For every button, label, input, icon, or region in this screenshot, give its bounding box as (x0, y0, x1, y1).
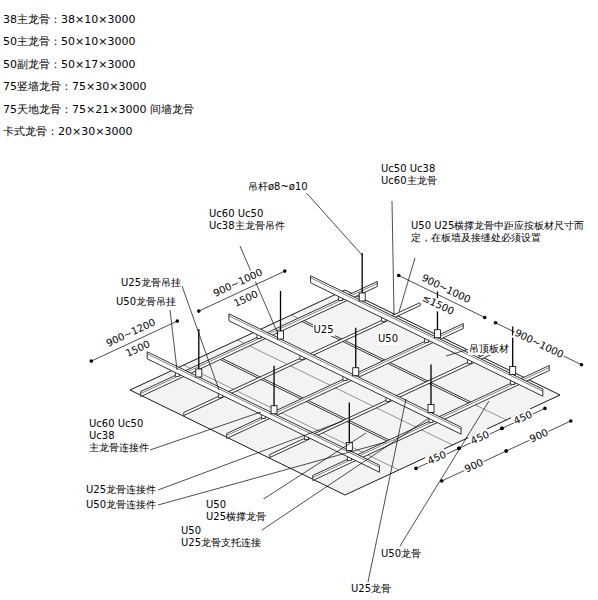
dimension-line (459, 428, 502, 448)
dimension-dot (397, 274, 401, 278)
dimension-dot (197, 309, 201, 313)
dimension-dot (176, 319, 180, 323)
dimension-label: 1500 (123, 338, 153, 360)
hanger-clip (428, 405, 434, 413)
part-label: Uc50 Uc38 Uc60主龙骨 (380, 163, 438, 187)
dimension-dot (90, 359, 94, 363)
dimension-label: 1500 (231, 288, 261, 310)
hanger-clip (434, 330, 440, 338)
spec-line: 75天地龙骨：75×21×3000 间墙龙骨 (2, 103, 195, 116)
part-label: U50 (377, 333, 399, 345)
main-runner (311, 276, 543, 396)
part-label: U50 U25龙骨支托连接 (180, 525, 262, 549)
part-label: U50龙骨 (380, 548, 422, 560)
dimension-dot (283, 269, 287, 273)
spec-line: 50副龙骨：50×17×3000 (2, 58, 136, 71)
hanger-clip (510, 367, 516, 375)
leader-line (170, 310, 177, 370)
dimension-dot (414, 467, 418, 471)
leader-line (182, 286, 219, 390)
hanger-clip (278, 331, 284, 339)
dimension-label: 450 (425, 448, 449, 468)
leader-line (262, 418, 429, 530)
hanger-clip (353, 368, 359, 376)
leader-line (158, 442, 386, 505)
dimension-dot (483, 316, 487, 320)
spec-line: 38主龙骨：38×10×3000 (2, 13, 136, 26)
part-label: 吊顶板材 (468, 343, 510, 355)
part-label: U25龙骨吊挂 (120, 277, 182, 289)
dimension-dot (580, 363, 584, 367)
dimension-dot (504, 449, 508, 453)
dimension-dot (569, 419, 573, 423)
dimension-label: 900 (526, 426, 550, 446)
note-label: U50 U25横撑龙骨中距应按板材尺寸而定，在板墙及接缝处必须设置 (410, 220, 590, 244)
leader-line (150, 412, 261, 450)
dimension-label: 900 (462, 456, 486, 476)
part-label: 吊杆ø8~ø10 (247, 181, 309, 193)
leader-line (302, 188, 362, 255)
hanger-clip (271, 406, 277, 414)
leader-line (399, 258, 415, 312)
dimension-line (502, 408, 545, 428)
dimension-label: 450 (511, 408, 535, 428)
dimension-dot (504, 449, 508, 453)
spec-line: 75竖墙龙骨：75×30×3000 (2, 80, 147, 93)
spec-line: 卡式龙骨：20×30×3000 (2, 125, 133, 138)
dimension-line (442, 451, 507, 481)
dimension-dot (500, 427, 504, 431)
leader-line (446, 350, 466, 356)
leader-line (392, 201, 394, 315)
leader-line (400, 401, 489, 546)
part-label: Uc60 Uc50 Uc38主龙骨吊件 (208, 208, 286, 232)
dimension-dot (500, 427, 504, 431)
dimension-dot (494, 321, 498, 325)
part-label: U50 U25横撑龙骨 (205, 499, 267, 523)
part-label: U25龙骨连接件 (85, 484, 157, 496)
part-label: U25龙骨 (350, 583, 392, 595)
leader-line (240, 246, 278, 334)
part-label: U25 (312, 324, 334, 336)
part-label: U50龙骨连接件 (85, 499, 157, 511)
hanger-clip (359, 293, 365, 301)
dimension-line (416, 448, 459, 468)
spec-line: 50主龙骨：50×10×3000 (2, 35, 136, 48)
dimension-dot (543, 407, 547, 411)
part-label: U50龙骨吊挂 (115, 296, 177, 308)
leader-line (262, 433, 366, 500)
u50-runner (313, 366, 550, 481)
part-label: Uc60 Uc50 Uc38 主龙骨连接件 (88, 418, 150, 454)
hanger-clip (196, 369, 202, 377)
dimension-label: 450 (468, 428, 492, 448)
dimension-label: 900~1000 (511, 326, 566, 361)
main-runner-edge (311, 278, 543, 391)
